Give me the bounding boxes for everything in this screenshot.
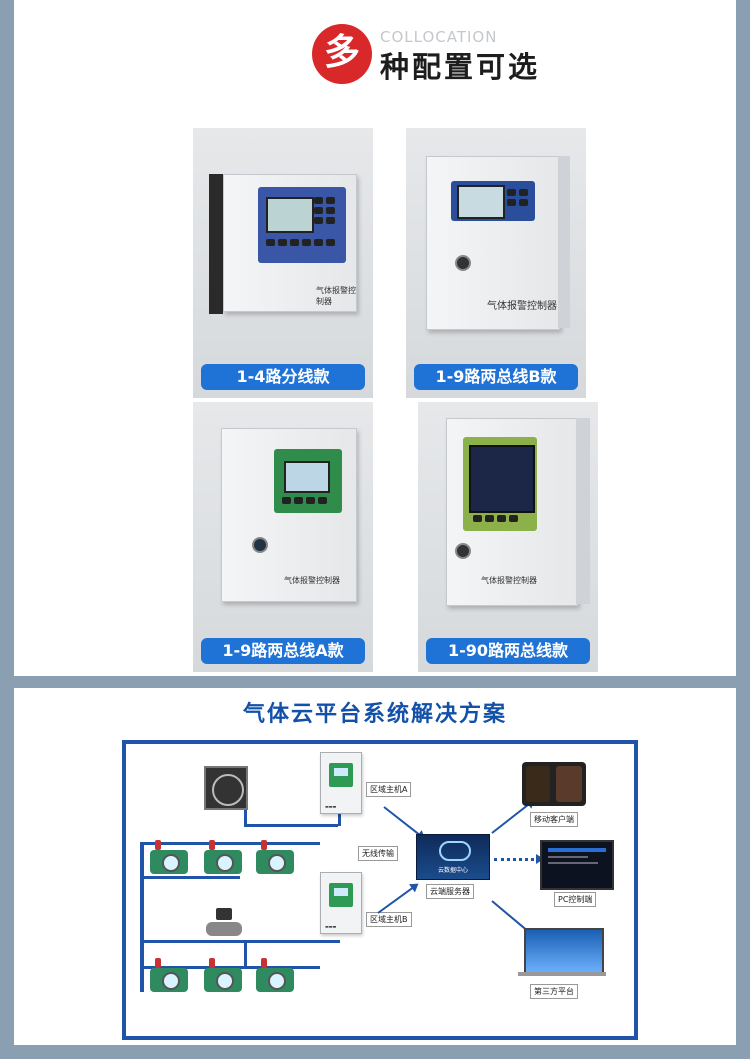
cloud-solution-panel: 气体云平台系统解决方案 ▬▬▬ ▬▬▬ 区域主机A 区域主机	[14, 688, 736, 1045]
device-text: 气体报警控制器	[487, 301, 557, 312]
product-card-3[interactable]: 气体报警控制器 1-9路两总线A款	[193, 402, 373, 672]
product-card-1[interactable]: 气体报警控制器 1-4路分线款	[193, 128, 373, 398]
controller-b-icon: ▬▬▬	[320, 872, 362, 934]
pipe	[244, 824, 338, 827]
pipe	[140, 966, 320, 969]
product-label[interactable]: 1-9路两总线B款	[414, 364, 578, 390]
pipe	[140, 842, 144, 992]
configurations-panel: 多 COLLOCATION 种配置可选 气体报警控制器 1-4路分线款 气体报警…	[14, 0, 736, 676]
pipe	[140, 940, 340, 943]
pc-monitor-image	[540, 840, 614, 890]
controller-image: 气体报警控制器	[426, 156, 560, 330]
product-card-4[interactable]: 气体报警控制器 1-90路两总线款	[418, 402, 598, 672]
pipe	[338, 804, 341, 826]
mobile-device-image	[522, 762, 586, 806]
device-text: 气体报警控制器	[284, 576, 340, 585]
controller-a-icon: ▬▬▬	[320, 752, 362, 814]
badge-circle: 多	[312, 24, 372, 84]
gas-detector-icon	[256, 840, 294, 884]
section-title: 种配置可选	[380, 50, 541, 84]
dotted-arrow-icon	[494, 854, 544, 864]
fan-icon	[204, 766, 248, 810]
product-card-2[interactable]: 气体报警控制器 1-9路两总线B款	[406, 128, 586, 398]
third-party-label: 第三方平台	[530, 984, 578, 999]
gas-detector-icon	[256, 958, 294, 1002]
cloud-server-label: 云端服务器	[426, 884, 474, 899]
section-subtitle: COLLOCATION	[380, 28, 498, 46]
controller-image: 气体报警控制器	[221, 428, 357, 602]
cloud-center-text: 云数据中心	[437, 867, 468, 874]
gas-detector-icon	[204, 958, 242, 1002]
gas-detector-icon	[204, 840, 242, 884]
system-diagram: ▬▬▬ ▬▬▬ 区域主机A 区域主机B 无线传输 云数据中心 云端服务器 移动客…	[122, 740, 638, 1040]
host-b-label: 区域主机B	[366, 912, 412, 927]
pipe	[140, 842, 320, 845]
gas-detector-icon	[150, 958, 188, 1002]
controller-image: 气体报警控制器	[446, 418, 578, 606]
valve-icon	[206, 908, 242, 938]
mobile-label: 移动客户端	[530, 812, 578, 827]
gas-detector-icon	[150, 840, 188, 884]
product-label[interactable]: 1-4路分线款	[201, 364, 365, 390]
pipe	[244, 940, 247, 968]
device-text: 气体报警控制器	[481, 576, 537, 585]
diagram-title: 气体云平台系统解决方案	[242, 702, 507, 727]
laptop-image	[524, 928, 604, 976]
arrow-icon	[377, 883, 418, 914]
device-text: 气体报警控制器	[316, 286, 356, 306]
pc-label: PC控制端	[554, 892, 597, 907]
cloud-server-image: 云数据中心	[416, 834, 490, 880]
pipe	[140, 876, 240, 879]
host-a-label: 区域主机A	[366, 782, 412, 797]
product-label[interactable]: 1-9路两总线A款	[201, 638, 365, 664]
product-label[interactable]: 1-90路两总线款	[426, 638, 590, 664]
wireless-label: 无线传输	[358, 846, 398, 861]
controller-image: 气体报警控制器	[223, 174, 357, 312]
